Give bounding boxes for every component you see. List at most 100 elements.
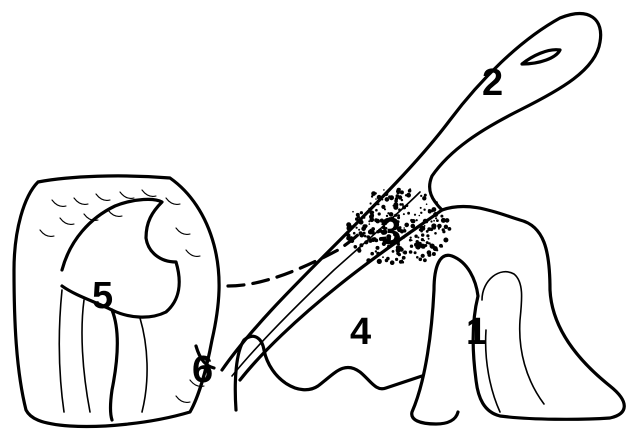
stipple-dot <box>411 219 415 223</box>
stipple-dot <box>409 188 411 190</box>
stipple-dot <box>354 245 358 249</box>
stipple-dot <box>420 195 422 197</box>
stipple-dot <box>430 228 434 232</box>
stipple-dot <box>376 203 378 205</box>
stipple-dot <box>422 196 426 200</box>
stipple-dot <box>409 239 412 242</box>
stipple-dot <box>370 252 374 256</box>
stipple-dot <box>366 258 371 263</box>
stipple-dot <box>417 237 419 239</box>
stipple-dot <box>428 238 430 240</box>
stipple-dot <box>375 209 378 212</box>
stipple-dot <box>407 212 410 215</box>
stipple-dot <box>377 259 382 264</box>
stipple-dot <box>420 230 423 233</box>
label-4: 4 <box>350 311 371 353</box>
label-6: 6 <box>192 349 213 391</box>
stipple-dot <box>443 238 448 243</box>
stipple-dot <box>421 233 424 236</box>
stipple-dot <box>377 195 382 200</box>
stipple-dot <box>402 205 406 209</box>
stipple-dot <box>406 193 411 198</box>
stipple-dot <box>409 232 411 234</box>
stipple-dot <box>421 254 425 258</box>
stipple-dot <box>418 242 421 245</box>
structure-2-stalk <box>222 14 601 380</box>
stipple-dot <box>436 219 439 222</box>
stipple-dot <box>363 232 366 235</box>
stipple-dot <box>389 195 394 200</box>
stipple-dot <box>355 217 359 221</box>
stipple-dot <box>359 243 363 247</box>
stipple-dot <box>403 213 405 215</box>
stipple-dot <box>433 220 435 222</box>
structure-4-chamber <box>235 336 422 410</box>
stipple-dot <box>399 203 402 206</box>
stipple-dot <box>423 219 428 224</box>
stipple-dot <box>395 258 397 260</box>
stipple-dot <box>419 224 421 226</box>
stipple-dot <box>364 235 367 238</box>
stipple-dot <box>414 235 417 238</box>
stipple-dot <box>432 207 437 212</box>
stipple-dot <box>438 228 440 230</box>
stipple-dot <box>436 249 438 251</box>
stipple-dot <box>416 256 419 259</box>
stipple-dot <box>358 247 361 250</box>
stipple-dot <box>390 260 395 265</box>
stipple-dot <box>376 246 380 250</box>
stipple-dot <box>370 202 372 204</box>
stipple-dot <box>382 199 384 201</box>
stipple-dot <box>363 217 365 219</box>
stipple-dot <box>346 222 351 227</box>
stipple-dot <box>384 192 388 196</box>
stipple-dot <box>428 243 430 245</box>
stipple-dot <box>375 198 377 200</box>
stipple-dot <box>371 218 373 220</box>
stipple-dot <box>367 235 371 239</box>
stipple-dot <box>375 192 377 194</box>
stipple-dot <box>443 231 445 233</box>
stipple-dot <box>435 201 438 204</box>
stipple-dot <box>362 224 366 228</box>
stipple-dot <box>419 258 423 262</box>
label-5: 5 <box>92 275 113 317</box>
stipple-dot <box>370 229 372 231</box>
stipple-dot <box>397 188 401 192</box>
stipple-dot <box>414 214 416 216</box>
stipple-dot <box>410 245 413 248</box>
stipple-dot <box>420 212 422 214</box>
stipple-dot <box>424 244 427 247</box>
stipple-dot <box>364 240 368 244</box>
stipple-dot <box>404 223 409 228</box>
label-3: 3 <box>380 211 401 253</box>
stipple-dot <box>399 260 403 264</box>
stipple-dot <box>386 257 390 261</box>
stipple-dot <box>393 205 395 207</box>
stipple-dot <box>381 205 385 209</box>
stipple-dot <box>382 256 384 258</box>
stipple-dot <box>385 197 390 202</box>
stipple-dot <box>448 227 452 231</box>
stipple-dot <box>432 252 436 256</box>
stipple-dot <box>360 211 363 214</box>
stipple-dot <box>423 258 427 262</box>
stipple-dot <box>445 219 447 221</box>
stipple-dot <box>426 234 429 237</box>
stipple-dot <box>409 250 413 254</box>
stipple-dot <box>419 215 421 217</box>
stipple-dot <box>383 189 385 191</box>
stipple-dot <box>356 227 358 229</box>
stipple-dot <box>410 237 412 239</box>
stipple-dot <box>403 227 405 229</box>
stipple-dot <box>430 220 432 222</box>
label-1: 1 <box>466 311 487 353</box>
stipple-dot <box>416 219 418 221</box>
stipple-dot <box>440 215 443 218</box>
stipple-dot <box>346 233 350 237</box>
stipple-dot <box>352 211 354 213</box>
stipple-dot <box>359 220 364 225</box>
stipple-dot <box>393 202 398 207</box>
stipple-dot <box>444 225 448 229</box>
structure-5 <box>14 176 219 427</box>
